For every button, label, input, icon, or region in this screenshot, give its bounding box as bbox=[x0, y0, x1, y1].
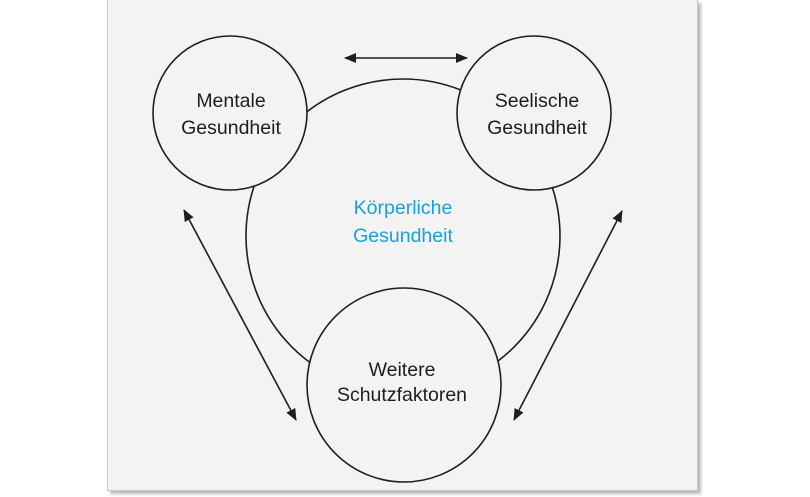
arrow-mental-further-icon bbox=[183, 209, 297, 421]
arrow-soul-further-icon bbox=[513, 210, 623, 421]
further-factors-label-line2: Schutzfaktoren bbox=[337, 384, 467, 406]
mental-health-circle bbox=[152, 35, 308, 191]
soul-health-circle bbox=[456, 35, 612, 191]
mental-health-label-line2: Gesundheit bbox=[181, 117, 281, 139]
further-factors-label-line1: Weitere bbox=[369, 359, 436, 381]
soul-health-label-line1: Seelische bbox=[495, 90, 580, 112]
further-protective-factors-circle bbox=[306, 287, 502, 483]
physical-health-label-line2: Gesundheit bbox=[353, 225, 453, 247]
soul-health-label-line2: Gesundheit bbox=[487, 117, 587, 139]
physical-health-label-line1: Körperliche bbox=[354, 197, 453, 219]
mental-health-label-line1: Mentale bbox=[196, 90, 265, 112]
